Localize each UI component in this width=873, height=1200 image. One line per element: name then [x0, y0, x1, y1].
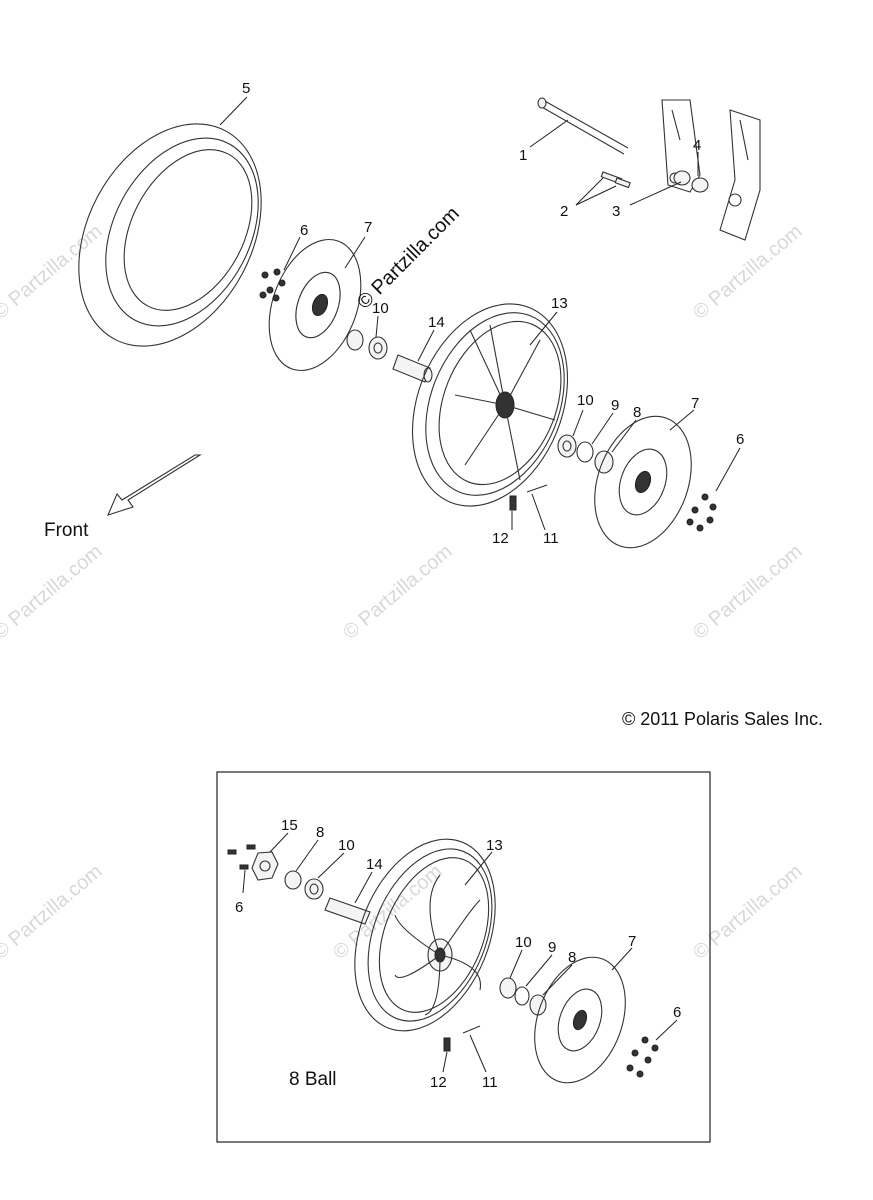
callout-10: 10: [515, 934, 532, 951]
inset-wheel-rim: [354, 838, 496, 1032]
inset-brake-rotor: [534, 956, 626, 1084]
callout-11: 11: [543, 530, 559, 547]
watermark-layer: © Partzilla.com © Partzilla.com © Partzi…: [0, 220, 806, 963]
tire: [78, 123, 262, 347]
inset-bolts-left: [227, 844, 256, 870]
inset-sprocket-carrier: [251, 851, 279, 881]
callout-8: 8: [316, 824, 324, 841]
callout-5: 5: [242, 80, 250, 97]
pinch-bolts: [600, 171, 631, 189]
callout-6: 6: [736, 431, 744, 448]
brake-rotor-left: [268, 238, 362, 372]
main-callouts: 5 1 4 2 3 6 7 10 14 13 10 9 8 7 6 12 11: [242, 80, 744, 547]
watermark: © Partzilla.com: [689, 540, 806, 643]
callout-12: 12: [430, 1074, 447, 1091]
inset-label: 8 Ball: [289, 1069, 337, 1090]
front-arrow: [107, 454, 202, 516]
inset-bearings-left: [284, 870, 324, 900]
brake-rotor-right: [594, 415, 692, 549]
callout-9: 9: [611, 397, 619, 414]
copyright-text: © 2011 Polaris Sales Inc.: [622, 709, 823, 729]
callout-6: 6: [673, 1004, 681, 1021]
callout-2: 2: [560, 203, 568, 220]
callout-13: 13: [486, 837, 503, 854]
watermark: © Partzilla.com: [689, 860, 806, 963]
callout-8: 8: [633, 404, 641, 421]
callout-14: 14: [428, 314, 445, 331]
callout-13: 13: [551, 295, 568, 312]
inset-leader-lines: [242, 832, 678, 1073]
callout-4: 4: [693, 137, 701, 154]
bearing-right-set: [557, 434, 614, 474]
callout-10: 10: [577, 392, 594, 409]
fork-assembly: [661, 99, 761, 241]
callout-11: 11: [482, 1074, 498, 1091]
callout-12: 12: [492, 530, 509, 547]
rotor-bolts-right: [686, 493, 717, 532]
wheel-rim: [411, 303, 569, 507]
axle-spacer: [392, 354, 433, 383]
valve-stem: [509, 484, 548, 511]
inset-frame: [216, 771, 711, 1143]
callout-7: 7: [628, 933, 636, 950]
spacers: [673, 170, 709, 193]
watermark: © Partzilla.com: [0, 540, 106, 643]
callout-9: 9: [548, 939, 556, 956]
callout-10: 10: [338, 837, 355, 854]
inset-valve-stem: [443, 1025, 481, 1052]
callout-6: 6: [300, 222, 308, 239]
leader-lines: [219, 96, 741, 531]
callout-1: 1: [519, 147, 527, 164]
callout-6: 6: [235, 899, 243, 916]
inset-callouts: 15 8 10 14 13 6 10 9 8 7 6 12 11: [235, 817, 681, 1091]
watermark: © Partzilla.com: [0, 220, 106, 323]
inset-axle-spacer: [324, 897, 371, 925]
inset-bolts-right: [626, 1036, 659, 1078]
bearing-left: [346, 329, 388, 360]
callout-7: 7: [691, 395, 699, 412]
watermark: © Partzilla.com: [689, 220, 806, 323]
front-label: Front: [44, 520, 89, 541]
callout-10: 10: [372, 300, 389, 317]
axle: [537, 97, 629, 155]
callout-3: 3: [612, 203, 620, 220]
callout-14: 14: [366, 856, 383, 873]
callout-15: 15: [281, 817, 298, 834]
callout-7: 7: [364, 219, 372, 236]
rotor-bolts-left: [259, 268, 286, 302]
callout-8: 8: [568, 949, 576, 966]
watermark: © Partzilla.com: [0, 860, 106, 963]
watermark: © Partzilla.com: [339, 540, 456, 643]
